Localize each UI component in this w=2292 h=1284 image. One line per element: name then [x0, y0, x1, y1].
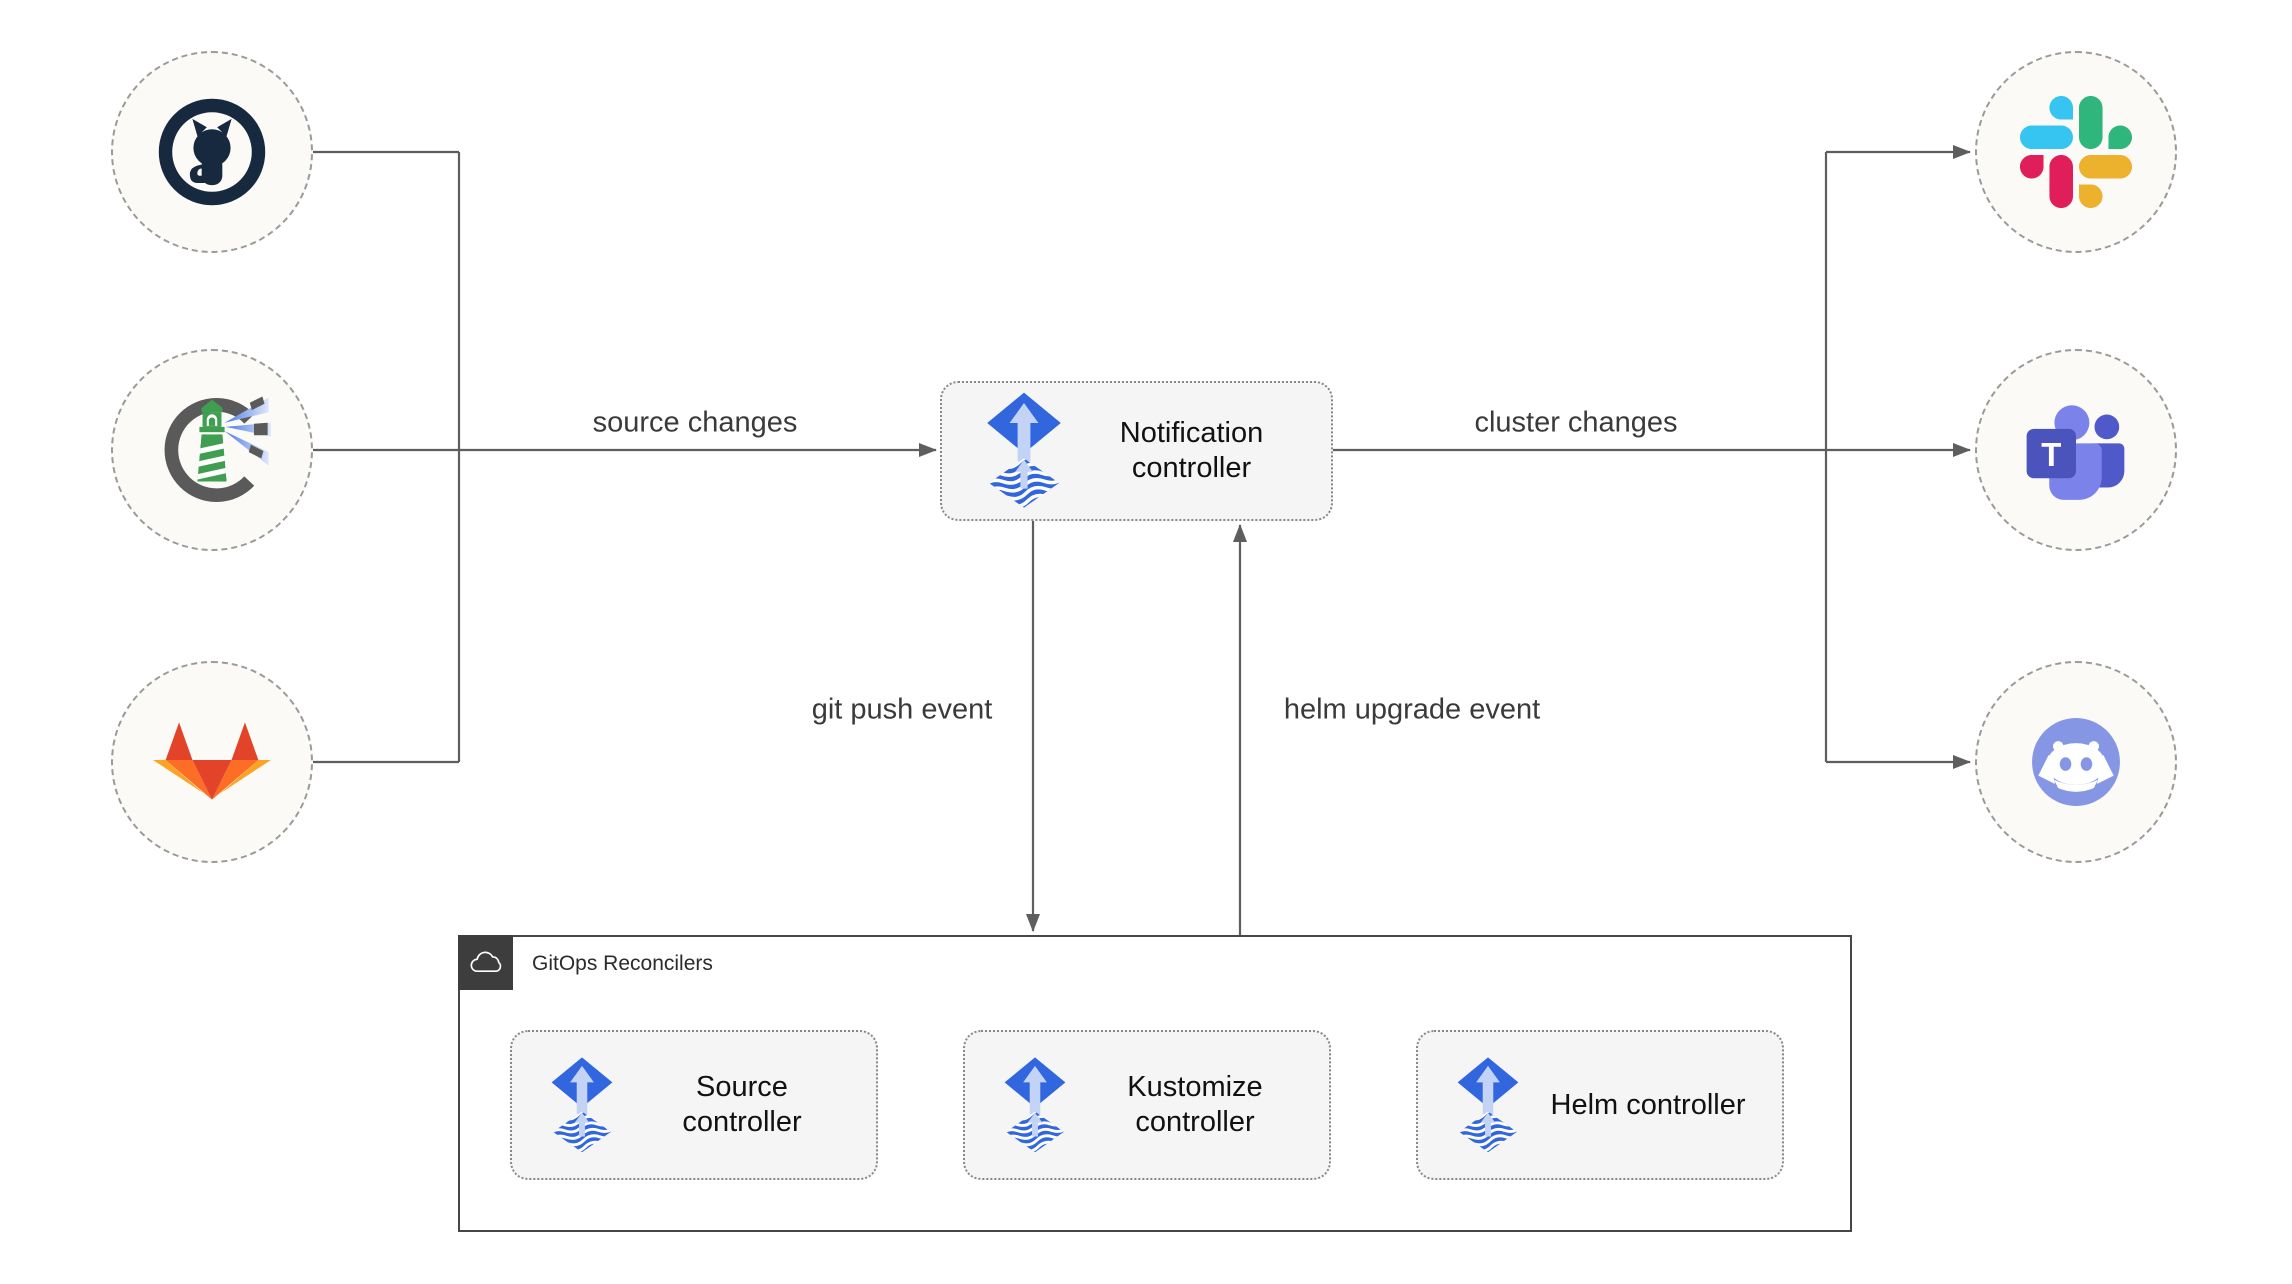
flux-icon	[1002, 1056, 1068, 1155]
node-label: Helm controller	[1550, 1088, 1746, 1121]
flux-icon	[549, 1056, 615, 1155]
flux-icon	[984, 391, 1064, 511]
discord-icon	[2032, 718, 2120, 806]
edge-label-cluster-changes: cluster changes	[1474, 406, 1678, 439]
port-discord	[1975, 661, 2177, 863]
gitlab-icon	[153, 722, 271, 800]
harbor-icon	[164, 396, 271, 502]
group-tab	[458, 935, 513, 990]
node-label: Notification controller	[1119, 417, 1264, 484]
port-harbor	[111, 349, 313, 551]
edge-label-git-push-event: git push event	[811, 693, 993, 726]
group-gitops-reconcilers: GitOps Reconcilers Source controller Kus…	[458, 935, 1852, 1232]
port-slack	[1975, 51, 2177, 253]
node-notification-controller: Notification controller	[940, 381, 1333, 521]
github-icon	[158, 98, 266, 206]
cloud-icon	[470, 951, 501, 972]
svg-text:T: T	[2041, 436, 2061, 473]
node-helm-controller: Helm controller	[1416, 1030, 1784, 1180]
flux-icon	[1455, 1056, 1521, 1155]
edge-label-helm-upgrade-event: helm upgrade event	[1283, 693, 1541, 726]
edge-label-source-changes: source changes	[592, 406, 798, 439]
slack-icon	[2020, 96, 2132, 208]
port-github	[111, 51, 313, 253]
node-source-controller: Source controller	[510, 1030, 878, 1180]
node-label: Source controller	[682, 1071, 802, 1138]
group-title: GitOps Reconcilers	[532, 951, 713, 975]
node-label: Kustomize controller	[1127, 1071, 1263, 1138]
port-teams: T	[1975, 349, 2177, 551]
port-gitlab	[111, 661, 313, 863]
node-kustomize-controller: Kustomize controller	[963, 1030, 1331, 1180]
teams-icon: T	[2026, 405, 2125, 500]
